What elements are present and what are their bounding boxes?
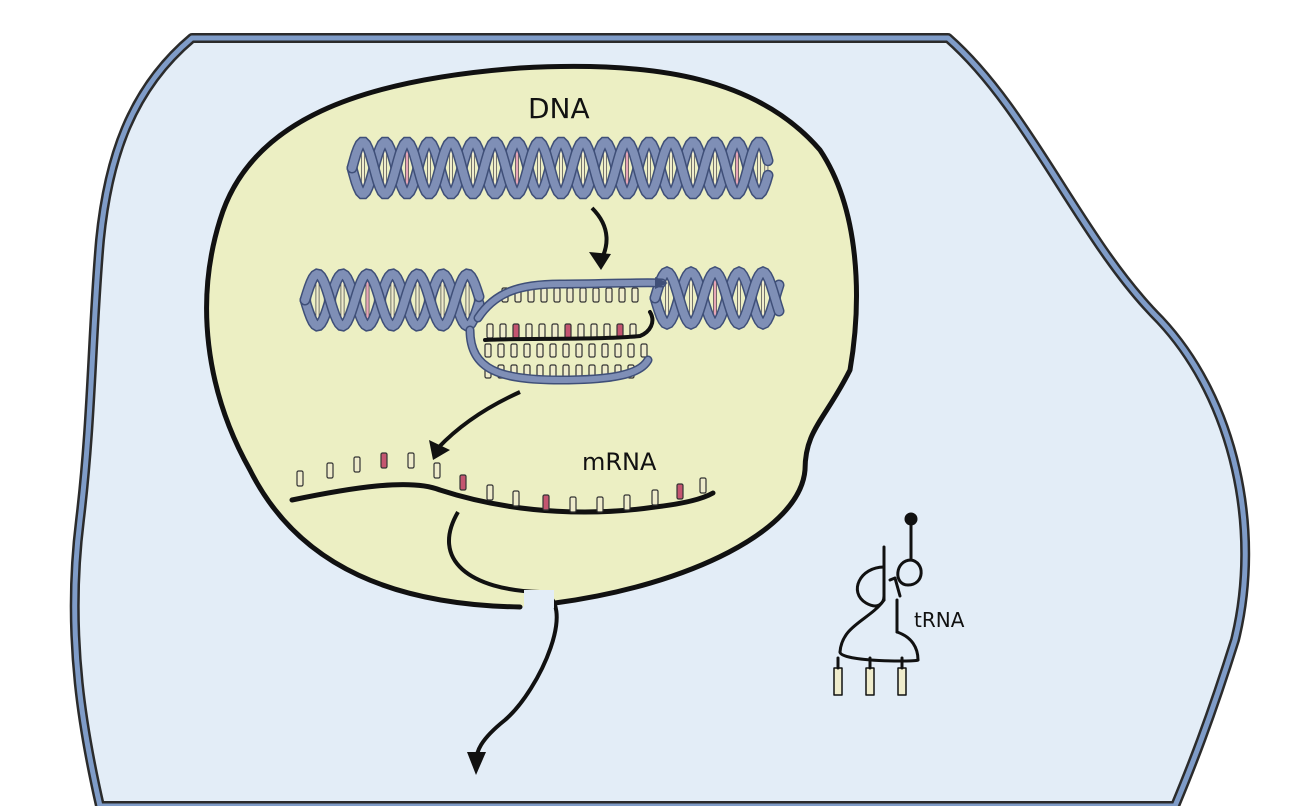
mrna-base [699, 477, 707, 494]
rna-base [551, 323, 559, 339]
rna-base [590, 323, 598, 339]
template-base [523, 343, 531, 358]
mrna-base [676, 483, 684, 500]
mrna-base [623, 494, 631, 511]
mrna-base [326, 462, 334, 479]
left-helix-strand [301, 269, 483, 331]
top-helix-strand [348, 138, 772, 198]
rna-base [512, 323, 520, 339]
trna-label: tRNA [914, 608, 965, 632]
trna-icon [833, 512, 923, 696]
left-helix-strand [301, 269, 483, 331]
mrna-export-path [447, 510, 559, 775]
template-base [549, 343, 557, 358]
arrow-to-transcription [589, 206, 611, 270]
upper-strand-base [605, 287, 613, 303]
template-base [601, 343, 609, 358]
nascent-rna [483, 310, 655, 342]
mrna-base [407, 452, 415, 469]
template-base [614, 343, 622, 358]
mrna-base [296, 470, 304, 487]
template-base [536, 343, 544, 358]
rna-base [577, 323, 585, 339]
mrna-base [353, 456, 361, 473]
arrow-to-mrna [429, 390, 521, 460]
rna-base [499, 323, 507, 339]
top-helix-strand [348, 138, 772, 198]
template-base [562, 343, 570, 358]
template-base [588, 343, 596, 358]
upper-strand-base [579, 287, 587, 303]
upper-strand-base [553, 287, 561, 303]
dna-bubble [465, 277, 668, 385]
template-base [484, 343, 492, 358]
mrna-base [433, 462, 441, 479]
mrna-base [512, 490, 520, 507]
rna-base [525, 323, 533, 339]
right-helix-strand [651, 267, 783, 329]
rna-base [538, 323, 546, 339]
mrna-base [569, 496, 577, 513]
dna-helix-right [649, 265, 785, 331]
mrna-base [651, 489, 659, 506]
rna-base [486, 323, 494, 339]
bubble-strand [467, 327, 651, 384]
mrna-label: mRNA [582, 448, 657, 476]
mrna-base [596, 496, 604, 513]
template-base [627, 343, 635, 358]
mrna-base [542, 494, 550, 511]
upper-strand-base [566, 287, 574, 303]
template-base [497, 343, 505, 358]
dna-helix [346, 136, 774, 200]
transcription-bubble [299, 265, 785, 385]
upper-strand-base [631, 287, 639, 303]
right-helix-strand [651, 267, 783, 329]
bubble-strand [475, 279, 665, 321]
dna-label: DNA [528, 92, 590, 125]
mrna-strand [289, 452, 716, 515]
upper-strand-base [592, 287, 600, 303]
strand-arrowhead [655, 277, 668, 289]
template-base [575, 343, 583, 358]
template-base [640, 343, 648, 358]
template-base [510, 343, 518, 358]
upper-strand-base [540, 287, 548, 303]
rna-base [564, 323, 572, 339]
mrna-base [459, 474, 467, 491]
upper-strand-base [618, 287, 626, 303]
mrna-base [486, 484, 494, 501]
dna-helix-left [299, 268, 485, 332]
mrna-base [380, 452, 388, 469]
